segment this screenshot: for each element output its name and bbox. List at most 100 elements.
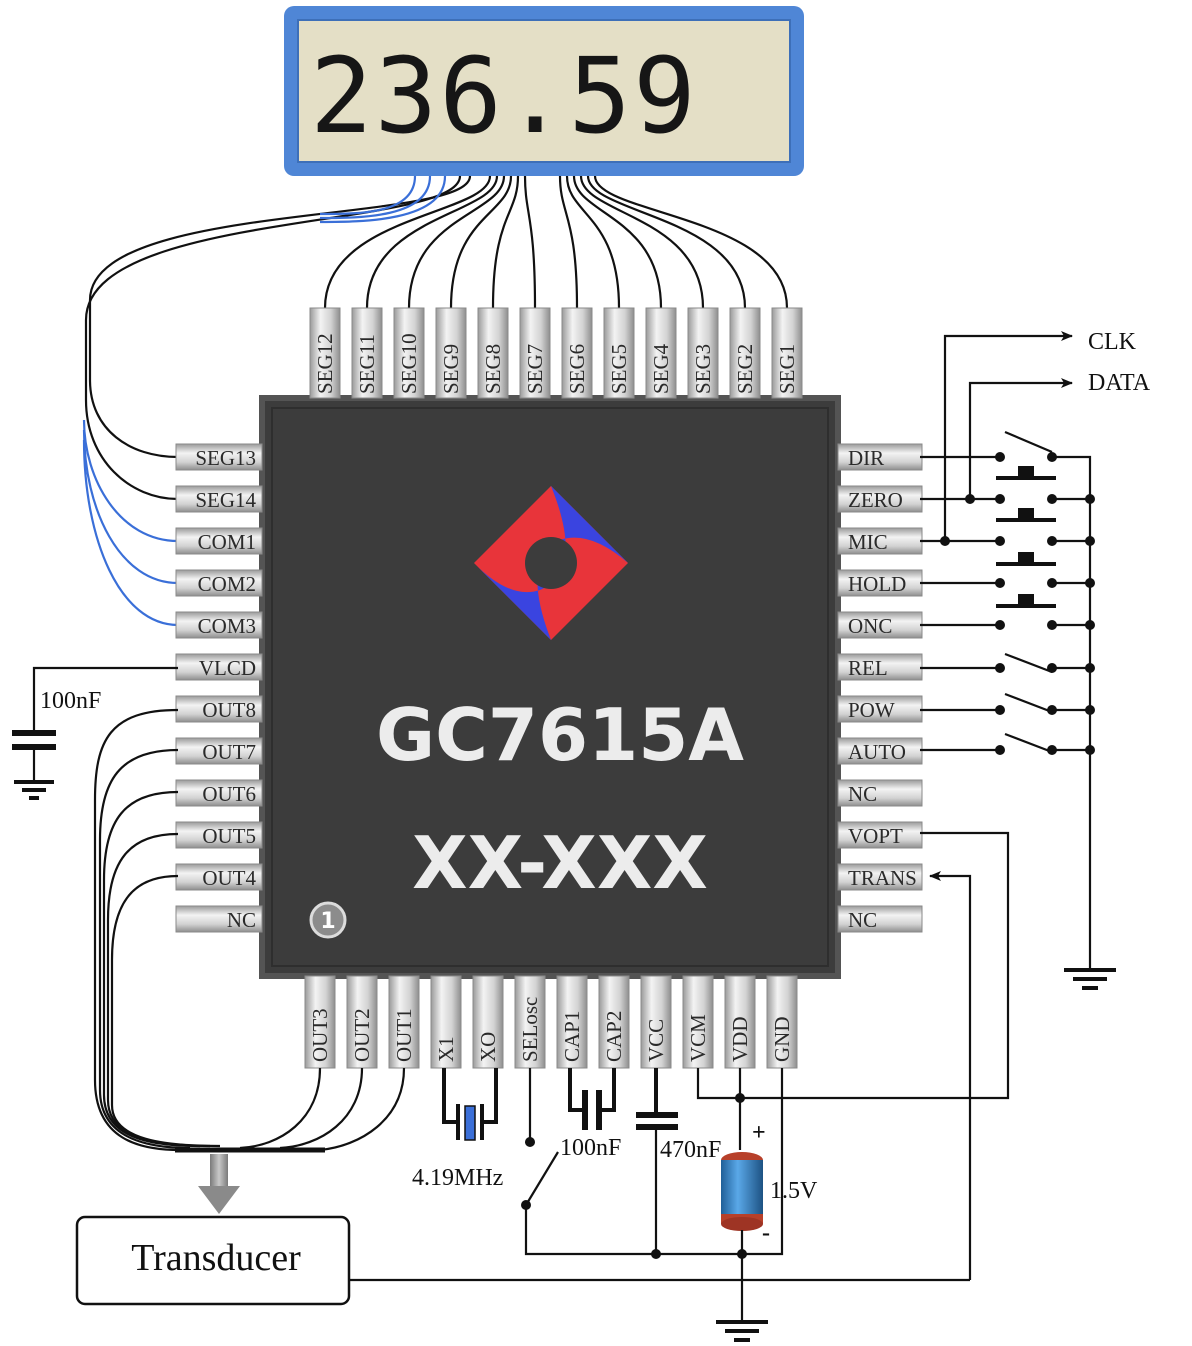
- pin-out8: OUT8: [175, 695, 263, 723]
- pin-out3: OUT3: [304, 975, 336, 1069]
- pin-seg7: SEG7: [519, 307, 551, 399]
- pin-dir: DIR: [837, 443, 923, 471]
- pin-out7: OUT7: [175, 737, 263, 765]
- pin-com3: COM3: [175, 611, 263, 639]
- pin-cap1: CAP1: [556, 975, 588, 1069]
- pin-seg11: SEG11: [351, 307, 383, 399]
- pin-com2: COM2: [175, 569, 263, 597]
- pin-label: AUTO: [848, 740, 906, 764]
- pin-label: OUT8: [202, 698, 256, 722]
- pin-label: SEG7: [523, 344, 547, 394]
- pin-label: REL: [848, 656, 888, 680]
- pin-vopt: VOPT: [837, 821, 923, 849]
- battery-plus: +: [752, 1120, 766, 1146]
- pin-label: NC: [848, 908, 877, 932]
- pin-trans: TRANS: [837, 863, 923, 891]
- pin-seg14: SEG14: [175, 485, 263, 513]
- chip-part-number: GC7615A: [376, 693, 744, 777]
- lcd-reading: 236.59: [310, 35, 698, 157]
- pin-label: SEG13: [195, 446, 256, 470]
- pin-label: DIR: [848, 446, 884, 470]
- pin-vdd: VDD: [724, 975, 756, 1069]
- pin-out6: OUT6: [175, 779, 263, 807]
- pin-label: SEG2: [733, 344, 757, 394]
- transducer-box: [75, 1215, 351, 1306]
- pin-zero: ZERO: [837, 485, 923, 513]
- power-supply: + - 1.5V: [696, 1068, 818, 1342]
- output-wiring: [93, 708, 406, 1214]
- pin-seg4: SEG4: [645, 307, 677, 399]
- ground-symbol-bottom: [716, 1320, 768, 1342]
- pin-seg9: SEG9: [435, 307, 467, 399]
- pin-label: X1: [434, 1036, 458, 1062]
- pin-seg13: SEG13: [175, 443, 263, 471]
- pin-label: POW: [848, 698, 895, 722]
- chip-date-code: XX-XXX: [412, 821, 708, 905]
- pin-label: ONC: [848, 614, 892, 638]
- selosc-switch: [521, 1068, 742, 1256]
- pin-nc: NC: [837, 905, 923, 933]
- pin-label: ZERO: [848, 488, 903, 512]
- pin-label: GND: [770, 1017, 794, 1063]
- pin-label: SEG8: [481, 344, 505, 394]
- pin-label: OUT7: [202, 740, 256, 764]
- pin-out2: OUT2: [346, 975, 378, 1069]
- pin-out5: OUT5: [175, 821, 263, 849]
- pin-label: SEG6: [565, 344, 589, 394]
- pin-label: VDD: [728, 1017, 752, 1063]
- pin-seg2: SEG2: [729, 307, 761, 399]
- lcd-display: 236.59: [284, 6, 804, 176]
- crystal-frequency: 4.19MHz: [412, 1165, 503, 1191]
- data-label: DATA: [1088, 370, 1151, 396]
- pin1-number: 1: [320, 909, 335, 934]
- pin-gnd: GND: [766, 975, 798, 1069]
- pin-label: SEG14: [195, 488, 256, 512]
- down-arrow: [198, 1154, 240, 1214]
- pin-label: SEG1: [775, 344, 799, 394]
- pin-onc: ONC: [837, 611, 923, 639]
- pin1-indicator: 1: [309, 901, 347, 939]
- lcd-seg-wiring: [82, 175, 789, 627]
- pin-seg3: SEG3: [687, 307, 719, 399]
- control-switches: CLK DATA: [920, 329, 1151, 990]
- pin-label: NC: [848, 782, 877, 806]
- pin-label: XO: [476, 1032, 500, 1062]
- pin-seg8: SEG8: [477, 307, 509, 399]
- pin-label: CAP1: [560, 1011, 584, 1062]
- pin-rel: REL: [837, 653, 923, 681]
- pin-com1: COM1: [175, 527, 263, 555]
- pin-label: OUT4: [202, 866, 256, 890]
- pin-out1: OUT1: [388, 975, 420, 1069]
- pin-label: COM1: [198, 530, 256, 554]
- pin-label: OUT2: [350, 1008, 374, 1062]
- pin-label: COM3: [198, 614, 256, 638]
- pin-label: NC: [227, 908, 256, 932]
- ground-symbol-right: [1064, 968, 1116, 990]
- pin-label: SEG5: [607, 344, 631, 394]
- pin-selosc: SELosc: [514, 975, 546, 1069]
- battery: [721, 1152, 763, 1231]
- pin-seg5: SEG5: [603, 307, 635, 399]
- pin-vlcd: VLCD: [175, 653, 263, 681]
- pin-hold: HOLD: [837, 569, 923, 597]
- pin-nc: NC: [175, 905, 263, 933]
- pin-label: SEG12: [313, 333, 337, 394]
- transducer-block: Transducer: [75, 1215, 970, 1306]
- pin-seg12: SEG12: [309, 307, 341, 399]
- pin-label: VOPT: [848, 824, 903, 848]
- vlcd-capacitor: 100nF: [12, 666, 178, 800]
- pin-auto: AUTO: [837, 737, 923, 765]
- pin-xo: XO: [472, 975, 504, 1069]
- clk-label: CLK: [1088, 329, 1137, 355]
- pin-label: VLCD: [199, 656, 256, 680]
- pin-out4: OUT4: [175, 863, 263, 891]
- pin-cap2: CAP2: [598, 975, 630, 1069]
- pin-label: VCC: [644, 1019, 668, 1062]
- vopt-trans-wiring: [740, 831, 1010, 1280]
- pin-label: VCM: [686, 1014, 710, 1062]
- pin-seg6: SEG6: [561, 307, 593, 399]
- battery-voltage: 1.5V: [770, 1178, 818, 1204]
